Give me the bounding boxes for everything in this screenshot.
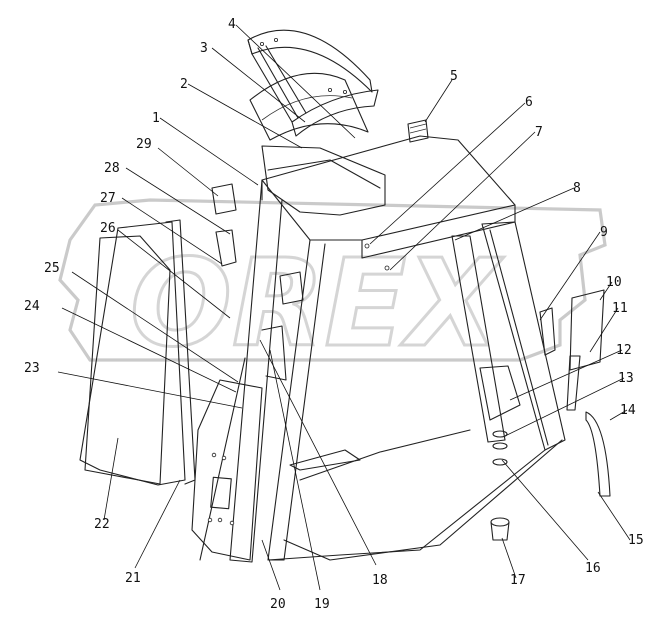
callout-4: 4 [228, 17, 236, 32]
callout-10: 10 [606, 275, 622, 290]
callout-22: 22 [94, 517, 110, 532]
callout-23: 23 [24, 361, 40, 376]
callout-14: 14 [620, 403, 636, 418]
callout-5: 5 [450, 69, 458, 84]
callout-3: 3 [200, 41, 208, 56]
callout-29: 29 [136, 137, 152, 152]
roof-visor [247, 29, 379, 141]
callout-18: 18 [372, 573, 388, 588]
callout-17: 17 [510, 573, 526, 588]
callout-19: 19 [314, 597, 330, 612]
callout-20: 20 [270, 597, 286, 612]
callout-27: 27 [100, 191, 116, 206]
cab-door [79, 219, 196, 486]
callout-26: 26 [100, 221, 116, 236]
callout-13: 13 [618, 371, 634, 386]
callout-2: 2 [180, 77, 188, 92]
callout-6: 6 [525, 95, 533, 110]
callout-1: 1 [152, 111, 160, 126]
leader-lines [57, 24, 631, 591]
rear-panel [191, 379, 263, 561]
callout-24: 24 [24, 299, 40, 314]
callout-15: 15 [628, 533, 644, 548]
watermark-gear-logo: OREX [58, 198, 607, 376]
callout-labels: 1 2 3 4 5 6 7 8 9 10 11 12 13 14 15 16 1… [24, 17, 644, 612]
callout-21: 21 [125, 571, 141, 586]
callout-28: 28 [104, 161, 120, 176]
callout-16: 16 [585, 561, 601, 576]
cab-frame [199, 179, 566, 563]
callout-9: 9 [600, 225, 608, 240]
callout-12: 12 [616, 343, 632, 358]
small-parts [211, 183, 611, 541]
callout-11: 11 [612, 301, 628, 316]
callout-25: 25 [44, 261, 60, 276]
callout-7: 7 [535, 125, 543, 140]
callout-8: 8 [573, 181, 581, 196]
